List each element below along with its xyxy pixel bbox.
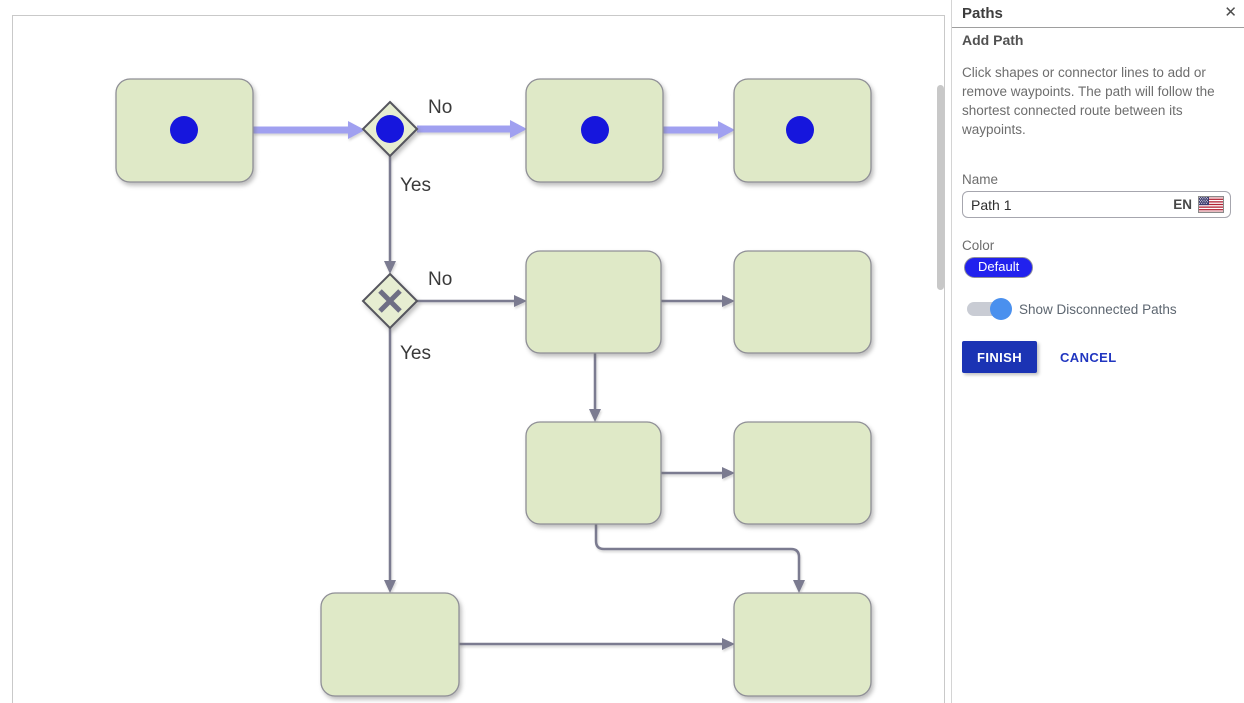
waypoint-dot[interactable]: [581, 116, 609, 144]
arrowhead-icon: [718, 121, 735, 139]
flowchart-node[interactable]: [733, 592, 872, 697]
close-icon[interactable]: ✕: [1224, 4, 1237, 21]
arrowhead-icon: [348, 121, 365, 139]
panel-actions: FINISH CANCEL: [962, 341, 1117, 373]
edge-label-no-1: No: [428, 97, 452, 118]
connector-edge[interactable]: [589, 353, 601, 422]
show-disconnected-toggle[interactable]: [967, 298, 1012, 320]
arrowhead-icon: [514, 295, 527, 307]
flowchart-node[interactable]: [525, 250, 662, 354]
flowchart-node[interactable]: [320, 592, 460, 697]
section-title: Add Path: [962, 32, 1024, 48]
connector-line: [594, 524, 801, 581]
us-flag-icon[interactable]: [1198, 196, 1224, 213]
flowchart-node[interactable]: [733, 250, 872, 354]
edge-label-no-2: No: [428, 269, 452, 290]
waypoint-dot[interactable]: [170, 116, 198, 144]
highlighted-edge[interactable]: [417, 120, 527, 138]
connector-edge[interactable]: [594, 524, 805, 593]
connector-edge[interactable]: [661, 295, 735, 307]
arrowhead-icon: [722, 295, 735, 307]
name-label: Name: [962, 172, 999, 187]
arrowhead-icon: [384, 261, 396, 274]
arrowhead-icon: [384, 580, 396, 593]
arrowhead-icon: [722, 467, 735, 479]
flowchart-nodes: [115, 78, 872, 697]
path-waypoints: [170, 115, 814, 144]
connector-edge[interactable]: [417, 295, 527, 307]
language-code: EN: [1173, 197, 1192, 212]
x-mark-icon: [378, 289, 402, 313]
panel-description: Click shapes or connector lines to add o…: [962, 65, 1215, 137]
highlighted-edge[interactable]: [663, 121, 735, 139]
connector-edge[interactable]: [384, 328, 396, 593]
flowchart-node[interactable]: [525, 421, 662, 525]
panel-header: Paths ✕: [952, 0, 1244, 28]
arrowhead-icon: [589, 409, 601, 422]
toggle-knob: [990, 298, 1012, 320]
waypoint-dot[interactable]: [786, 116, 814, 144]
waypoint-dot[interactable]: [376, 115, 404, 143]
flowchart-svg: No Yes No Yes: [115, 78, 872, 697]
diagram-canvas[interactable]: No Yes No Yes: [12, 15, 945, 703]
disconnected-paths-row: Show Disconnected Paths: [967, 298, 1177, 320]
path-name-field[interactable]: EN: [962, 191, 1231, 218]
color-default-pill[interactable]: Default: [964, 257, 1034, 278]
toggle-label: Show Disconnected Paths: [1019, 301, 1177, 317]
arrowhead-icon: [793, 580, 805, 593]
arrowhead-icon: [510, 120, 527, 138]
arrowhead-icon: [722, 638, 735, 650]
flowchart-edges: [253, 120, 805, 650]
connector-edge[interactable]: [384, 156, 396, 274]
cancel-button[interactable]: CANCEL: [1060, 349, 1117, 365]
panel-title: Paths: [962, 5, 1003, 22]
connector-edge[interactable]: [459, 638, 735, 650]
path-name-input[interactable]: [971, 196, 1174, 213]
highlighted-edge[interactable]: [253, 121, 365, 139]
finish-button[interactable]: FINISH: [962, 341, 1038, 373]
canvas-vertical-scrollbar[interactable]: [937, 85, 944, 290]
color-label: Color: [962, 238, 995, 253]
edge-label-yes-1: Yes: [400, 175, 431, 196]
paths-panel: Paths ✕ Add Path Click shapes or connect…: [951, 0, 1244, 703]
connector-edge[interactable]: [661, 467, 735, 479]
edge-label-yes-2: Yes: [400, 343, 431, 364]
flowchart-node[interactable]: [733, 421, 872, 525]
